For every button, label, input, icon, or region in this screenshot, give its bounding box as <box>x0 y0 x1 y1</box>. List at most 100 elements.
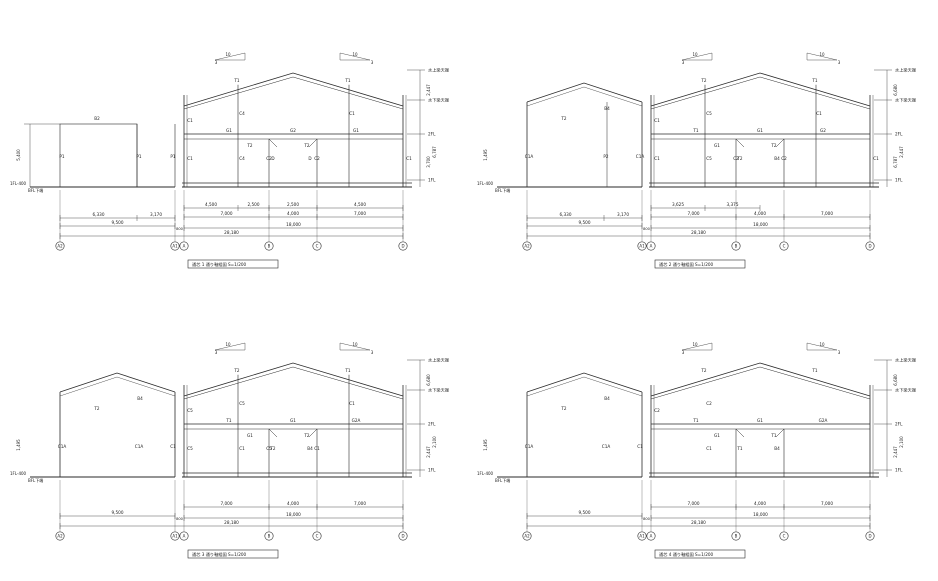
panel-2-slope-left-rise: 3 <box>682 60 685 65</box>
panel-4-level-left-bfl: BFL下端 <box>495 477 510 483</box>
panel-4-col-label-0: C1A <box>525 444 534 449</box>
panel-4-slope-left-run: 10 <box>692 342 698 347</box>
panel-1-beam-label-5: G1 <box>353 128 359 133</box>
panel-1-dim-row2-value-2: 7,000 <box>354 211 366 216</box>
panel-2-caption-frame <box>654 259 746 269</box>
panel-4-beam-label-6: G1 <box>714 433 720 438</box>
panel-4-slope-left-rise: 3 <box>682 350 685 355</box>
panel-3-height-left: 1,495 <box>16 439 21 451</box>
panel-2-col-label-7: C1 <box>654 156 660 161</box>
panel-4-brace-1 <box>735 428 745 438</box>
panel-2-col-label-9: C2 <box>781 156 787 161</box>
panel-4-col-label-2: C1 <box>637 444 643 449</box>
panel-3-slope-left-rise: 3 <box>215 350 218 355</box>
panel-4-dim-row3b-value-0: 18,000 <box>753 512 768 517</box>
panel-1-axis-bubble-5 <box>398 241 408 251</box>
panel-3-dim-row4b-value-0: 28,180 <box>224 520 239 525</box>
panel-2-level-label-1: 水下梁天端 <box>895 97 916 104</box>
panel-2-slope-right-rise: 3 <box>838 60 841 65</box>
panel-1-main-rafter-inner <box>183 76 404 110</box>
panel-1-dim-row1-value-2: 2,500 <box>287 202 299 207</box>
panel-1-axis-label-4: C <box>316 244 319 249</box>
panel-2-dim-row1-value-0: 3,625 <box>672 202 684 207</box>
panel-3-level-label-2: 2FL <box>428 422 436 427</box>
panel-3-col-label-9: C1 <box>314 446 320 451</box>
panel-3-slope-right-rise: 3 <box>371 350 374 355</box>
panel-3-dim-row3-gap: 800 <box>176 517 184 521</box>
panel-4-height-label-b: 2,100 <box>899 436 904 448</box>
panel-1-height-left: 5,400 <box>16 149 21 161</box>
panel-3-slope-right <box>339 342 371 351</box>
panel-2-axis-bubble-4 <box>779 241 789 251</box>
panel-1-dim-row1-value-3: 4,500 <box>354 202 366 207</box>
panel-4-slope-right-run: 10 <box>819 342 825 347</box>
panel-4-col-label-3: C2 <box>654 408 660 413</box>
panel-1-axis-bubble-3 <box>264 241 274 251</box>
panel-1-col-label-10: C1 <box>406 156 412 161</box>
panel-3-slope-left-run: 10 <box>225 342 231 347</box>
panel-2-col-label-4: C5 <box>706 111 712 116</box>
panel-3-level-label-1: 水下梁天端 <box>428 387 449 394</box>
panel-3-col-label-3: C5 <box>187 408 193 413</box>
panel-2-main-rafter <box>650 72 871 107</box>
panel-1-col-label-2: P1 <box>170 154 176 159</box>
panel-2-col-label-10: C1 <box>873 156 879 161</box>
panel-3-dim-row4a-value-0: 9,500 <box>112 510 124 515</box>
panel-4-beam-label-0: T2 <box>560 406 567 411</box>
panel-3-height-label-a: 6,680 <box>426 374 431 386</box>
panel-4-dim-row4a-value-0: 9,500 <box>579 510 591 515</box>
panel-3-col-label-7: C5 <box>187 446 193 451</box>
panel-1-slope-left-rise: 3 <box>215 60 218 65</box>
panel-4-axis-label-0: A2 <box>524 534 530 539</box>
panel-1-axis-bubble-0 <box>55 241 65 251</box>
panel-1-main-rafter <box>183 72 404 107</box>
panel-4-annex-rafter-inner <box>526 376 643 397</box>
panel-1-brace-1 <box>268 138 278 148</box>
panel-3-axis-bubble-5 <box>398 531 408 541</box>
panel-4-axis-bubble-5 <box>865 531 875 541</box>
panel-1-dim-row2-value-0: 7,000 <box>221 211 233 216</box>
panel-3-height-label-c: 2,447 <box>426 446 431 458</box>
panel-4-axis-label-3: B <box>735 534 738 539</box>
panel-1-axis-label-5: D <box>401 244 404 249</box>
panel-1-level-left-1fl: 1FL-400 <box>10 181 27 186</box>
panel-1-beam-label-7: T2 <box>303 143 310 148</box>
panel-2-col-label-0: C1A <box>525 154 534 159</box>
panel-2-beam-label-1: T2 <box>700 78 707 83</box>
panel-4-level-left-1fl: 1FL-400 <box>477 471 494 476</box>
panel-1-dim-row1-value-1: 2,500 <box>248 202 260 207</box>
panel-3-axis-label-1: A1 <box>172 534 178 539</box>
panel-4-height-left: 1,495 <box>483 439 488 451</box>
panel-2-level-left-1fl: 1FL-400 <box>477 181 494 186</box>
panel-3-height-label-b: 2,100 <box>432 436 437 448</box>
panel-3-col-label-4: C5 <box>239 401 245 406</box>
panel-2-height-label-a: 6,680 <box>893 84 898 96</box>
panel-4-beam-label-9: B4 <box>774 446 780 451</box>
panel-3-beam-label-1: T2 <box>233 368 240 373</box>
panel-4-dim-row3-gap: 800 <box>643 517 651 521</box>
panel-1-level-label-3: 1FL <box>428 178 436 183</box>
panel-3-dim-row2-value-0: 7,000 <box>221 501 233 506</box>
panel-2-axis-label-5: D <box>868 244 871 249</box>
panel-3-beam-label-9: B4 <box>307 446 313 451</box>
panel-2-axis-label-2: A <box>650 244 653 249</box>
panel-3-level-left-bfl: BFL下端 <box>28 477 43 483</box>
panel-2-col-label-1: P2 <box>603 154 609 159</box>
panel-2-axis-label-0: A2 <box>524 244 530 249</box>
panel-3-brace-1 <box>268 428 278 438</box>
panel-4-axis-bubble-2 <box>646 531 656 541</box>
panel-3-axis-bubble-0 <box>55 531 65 541</box>
panel-3-dim-row2-value-1: 4,000 <box>287 501 299 506</box>
panel-4-axis-label-5: D <box>868 534 871 539</box>
panel-1-annex-frame <box>59 123 138 188</box>
panel-1-col-label-6: C1 <box>349 111 355 116</box>
panel-3-level-label-0: 水上梁天端 <box>428 357 449 364</box>
panel-2-height-label-c: 6,787 <box>893 156 898 168</box>
panel-2-beam-label-3: T1 <box>692 128 699 133</box>
panel-1-axis-bubble-4 <box>312 241 322 251</box>
panel-1-col-label-1: P1 <box>136 154 142 159</box>
panel-2-beam-label-5: G2 <box>820 128 826 133</box>
panel-1-axis-bubble-2 <box>179 241 189 251</box>
